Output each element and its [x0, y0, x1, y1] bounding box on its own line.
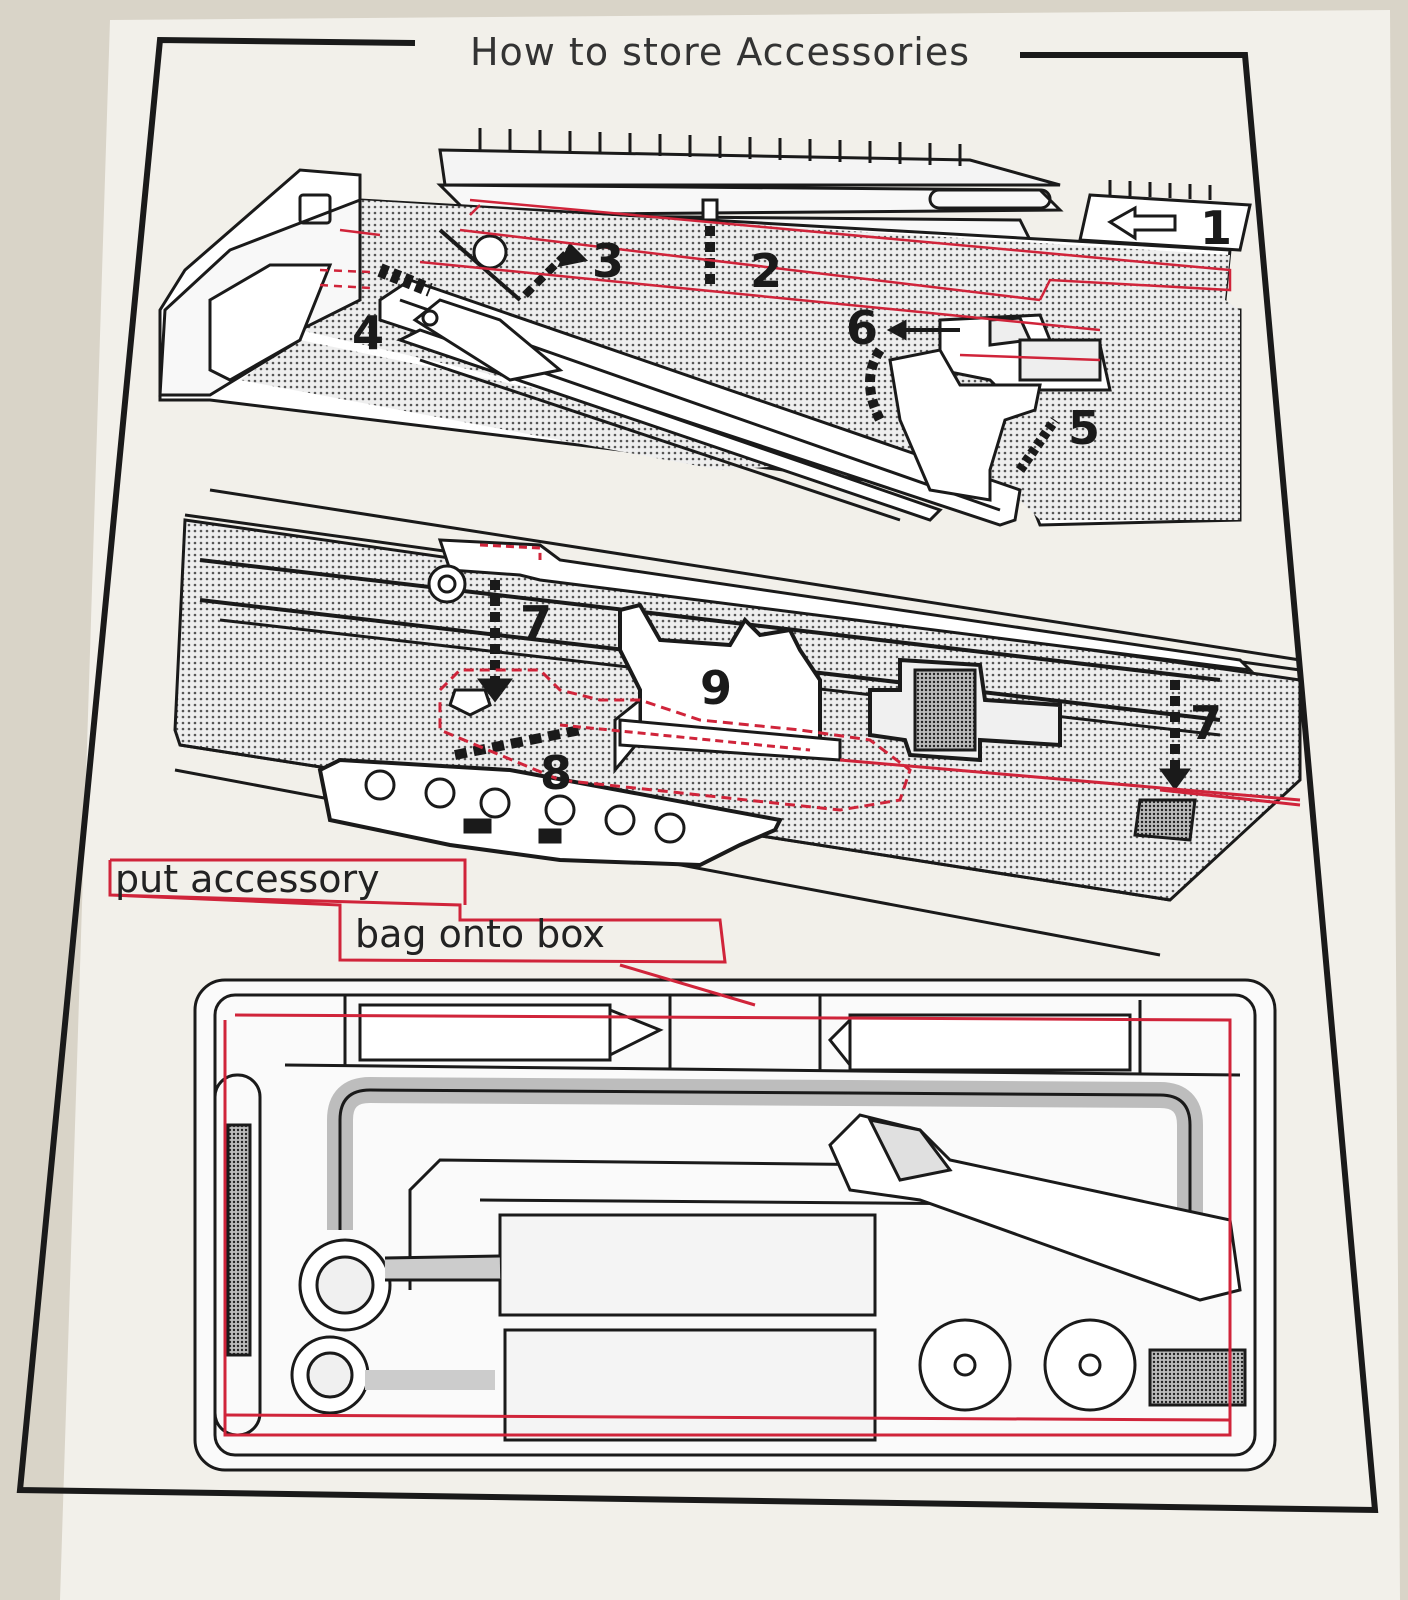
step-number-7-right: 7: [1190, 696, 1223, 750]
step-number-2: 2: [750, 244, 783, 298]
note-line-2: bag onto box: [355, 912, 605, 956]
step-number-8: 8: [540, 746, 573, 800]
note-callout: [108, 858, 756, 1007]
red-guides-top: [319, 198, 1232, 362]
red-guides-middle: [438, 543, 1301, 812]
step-number-5: 5: [1068, 401, 1101, 455]
red-guides-box: [223, 1013, 1232, 1437]
step-number-4: 4: [352, 306, 385, 360]
step-number-7-left: 7: [520, 596, 553, 650]
page-title: How to store Accessories: [420, 30, 1020, 80]
step-number-1: 1: [1200, 201, 1233, 255]
step-number-9: 9: [700, 661, 733, 715]
step-number-6: 6: [846, 301, 879, 355]
illustration-top: [158, 128, 1252, 527]
illustration-box: [193, 978, 1277, 1472]
frame-border: [16, 36, 1379, 1514]
step-number-3: 3: [592, 234, 625, 288]
illustration-middle: [173, 488, 1302, 957]
note-line-1: put accessory: [115, 857, 380, 901]
